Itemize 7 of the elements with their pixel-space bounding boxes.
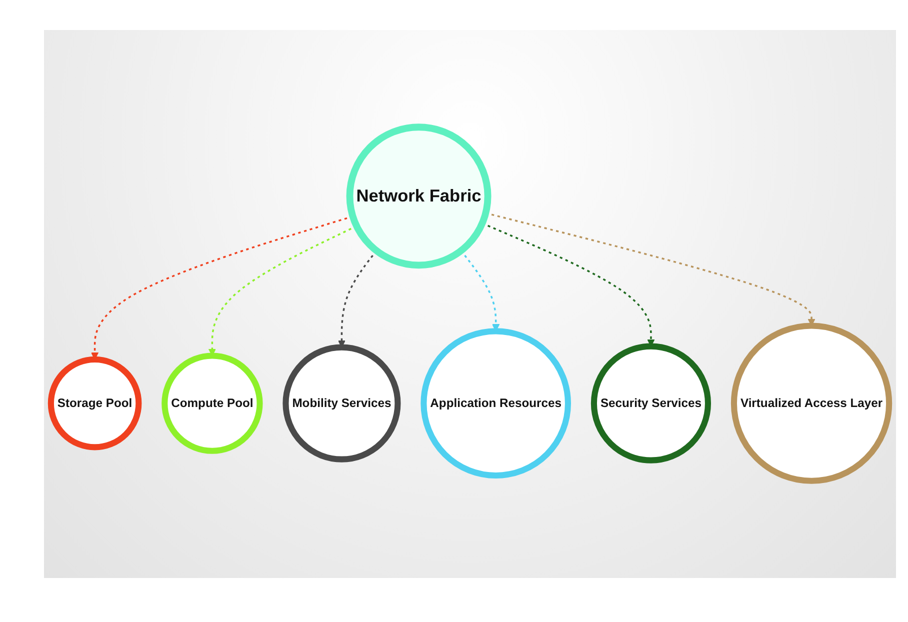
node-circle: Compute Pool xyxy=(162,352,263,454)
node-circle: Security Services xyxy=(590,343,712,464)
node-circle: Mobility Services xyxy=(282,344,401,462)
node-circle: Application Resources xyxy=(420,328,571,478)
node-circle: Storage Pool xyxy=(48,356,142,450)
node-circle: Network Fabric xyxy=(346,124,492,269)
node-circle: Virtualized Access Layer xyxy=(730,322,892,484)
